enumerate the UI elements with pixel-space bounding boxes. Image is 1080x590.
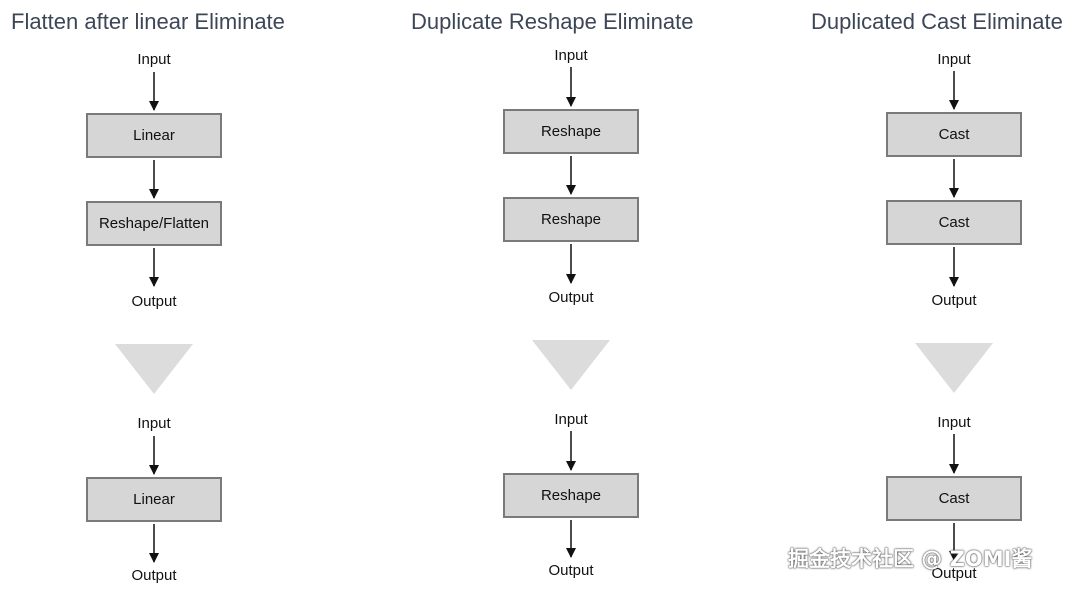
transform-arrow-c3 bbox=[915, 343, 993, 393]
c1-before-input-label: Input bbox=[137, 51, 171, 68]
c3-before-node-cast-1: Cast bbox=[886, 112, 1022, 157]
transform-arrow-c1 bbox=[115, 344, 193, 394]
c1-after-node-linear: Linear bbox=[86, 477, 222, 522]
c2-after-input-label: Input bbox=[554, 411, 588, 428]
watermark-text: 掘金技术社区 @ ZOMI酱 bbox=[788, 547, 1033, 571]
c1-after-input-label: Input bbox=[137, 415, 171, 432]
c2-before-node-reshape-1: Reshape bbox=[503, 109, 639, 154]
c1-after-output-label: Output bbox=[131, 567, 177, 584]
c3-before-input-label: Input bbox=[937, 51, 971, 68]
c1-before-output-label: Output bbox=[131, 293, 177, 310]
c3-after-output-label: Output bbox=[931, 565, 977, 582]
title-duplicate-reshape: Duplicate Reshape Eliminate bbox=[411, 9, 694, 34]
c1-before-node-linear: Linear bbox=[86, 113, 222, 158]
transform-arrow-c2 bbox=[532, 340, 610, 390]
c2-before-output-label: Output bbox=[548, 289, 594, 306]
title-flatten-after-linear: Flatten after linear Eliminate bbox=[11, 9, 285, 34]
c3-before-node-cast-2: Cast bbox=[886, 200, 1022, 245]
c2-before-input-label: Input bbox=[554, 47, 588, 64]
c3-before-output-label: Output bbox=[931, 292, 977, 309]
c2-after-output-label: Output bbox=[548, 562, 594, 579]
c2-before-node-reshape-2: Reshape bbox=[503, 197, 639, 242]
title-duplicated-cast: Duplicated Cast Eliminate bbox=[811, 9, 1063, 34]
c3-after-input-label: Input bbox=[937, 414, 971, 431]
c2-after-node-reshape: Reshape bbox=[503, 473, 639, 518]
c1-before-node-reshape-flatten: Reshape/Flatten bbox=[86, 201, 222, 246]
c3-after-node-cast: Cast bbox=[886, 476, 1022, 521]
